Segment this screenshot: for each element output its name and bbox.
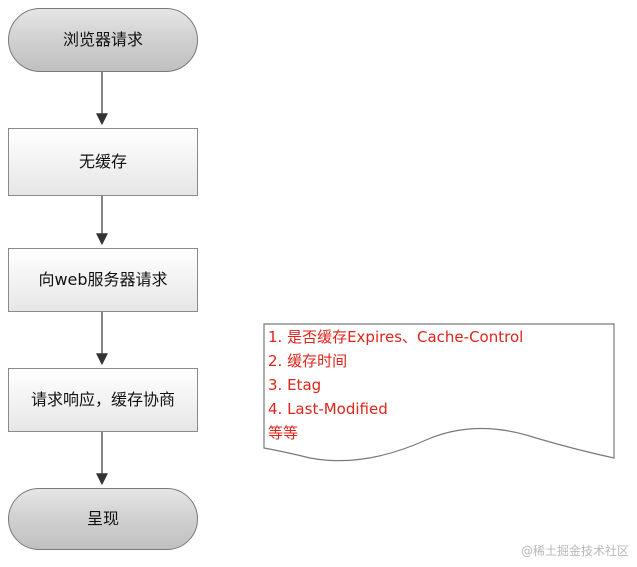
note-document-shape [263, 323, 615, 462]
start-node-browser-request: 浏览器请求 [8, 8, 198, 72]
note-line-3: 3. Etag [268, 376, 322, 394]
watermark-text: @稀土掘金技术社区 [520, 544, 629, 558]
process-node-no-cache: 无缓存 [8, 128, 198, 196]
process-node-web-request: 向web服务器请求 [8, 248, 198, 312]
note-line-1: 1. 是否缓存Expires、Cache-Control [268, 328, 524, 346]
note-text-block: 1. 是否缓存Expires、Cache-Control 2. 缓存时间 3. … [268, 325, 628, 445]
process-node-response-cache: 请求响应，缓存协商 [8, 368, 198, 432]
note-line-2: 2. 缓存时间 [268, 352, 348, 370]
note-line-5: 等等 [268, 424, 299, 442]
note-line-4: 4. Last-Modified [268, 400, 388, 418]
end-node-render: 呈现 [8, 488, 198, 550]
